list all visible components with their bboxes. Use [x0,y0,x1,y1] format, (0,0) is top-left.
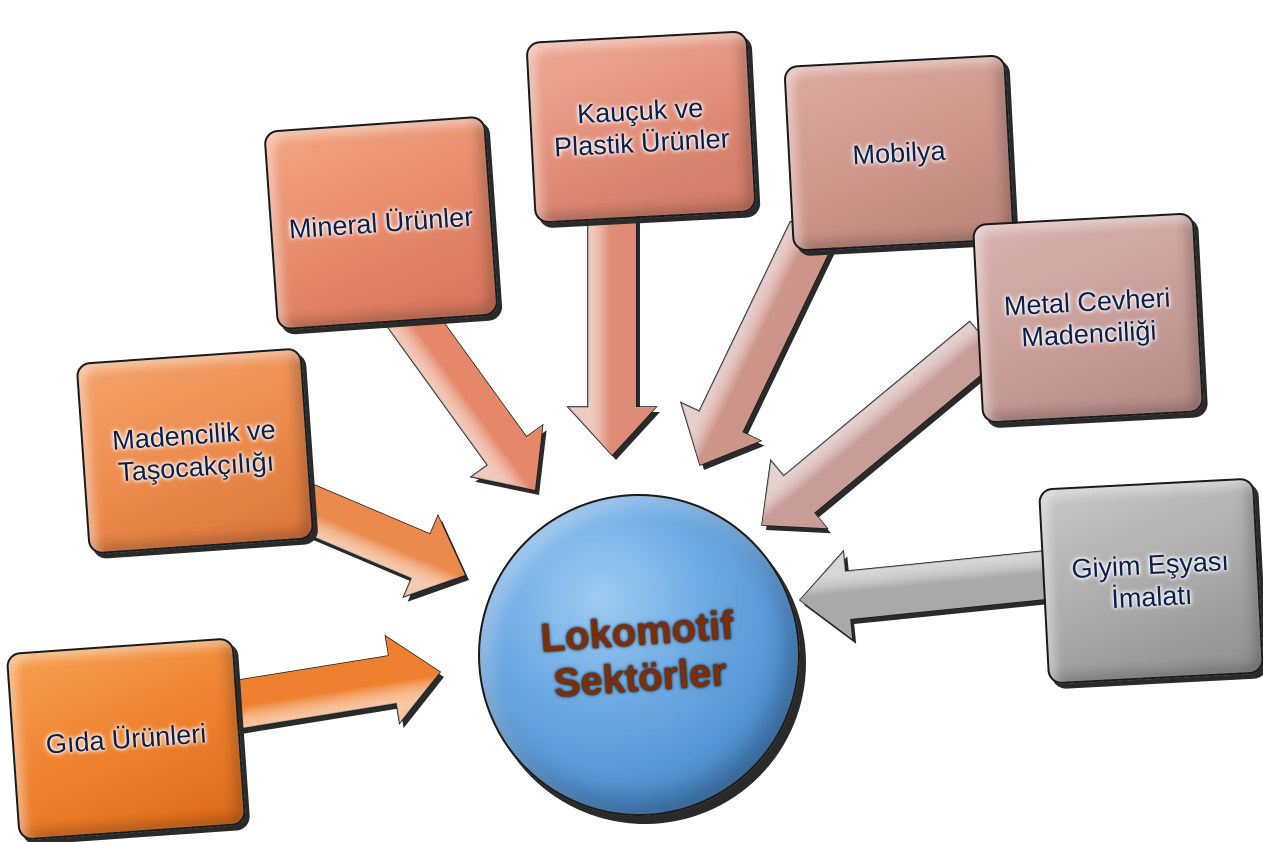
arrow-highlight-mineral [385,295,543,490]
sector-label-mineral: Mineral Ürünler [287,201,475,245]
sector-box-kaucuk: Kauçuk ve Plastik Ürünler [525,30,757,224]
sector-label-gida: Gıda Ürünleri [44,718,208,760]
sector-label-kaucuk: Kauçuk ve Plastik Ürünler [553,92,731,163]
sector-box-mineral: Mineral Ürünler [263,115,499,331]
arrow-highlight-madencilik [290,482,465,597]
sector-box-giyim: Giyim Eşyası İmalatı [1038,477,1263,685]
sector-label-madencilik: Madencilik ve Taşocakçılığı [111,413,277,488]
arrow-highlight-mobilya [681,221,834,465]
sector-box-mobilya: Mobilya [783,54,1015,252]
sector-box-metal: Metal Cevheri Madenciliği [971,212,1205,424]
center-circle: Lokomotif Sektörler [478,494,800,816]
sector-box-madencilik: Madencilik ve Taşocakçılığı [75,347,315,555]
sector-label-giyim: Giyim Eşyası İmalatı [1070,545,1230,615]
center-label: Lokomotif Sektörler [539,603,736,706]
sector-label-metal: Metal Cevheri Madenciliği [1003,282,1172,353]
arrow-highlight-gida [231,636,440,729]
arrow-highlight-metal [762,321,1001,529]
arrow-highlight-kaucuk [568,205,656,455]
sector-label-mobilya: Mobilya [851,135,947,171]
arrow-highlight-giyim [800,551,1048,639]
sector-box-gida: Gıda Ürünleri [5,637,247,841]
